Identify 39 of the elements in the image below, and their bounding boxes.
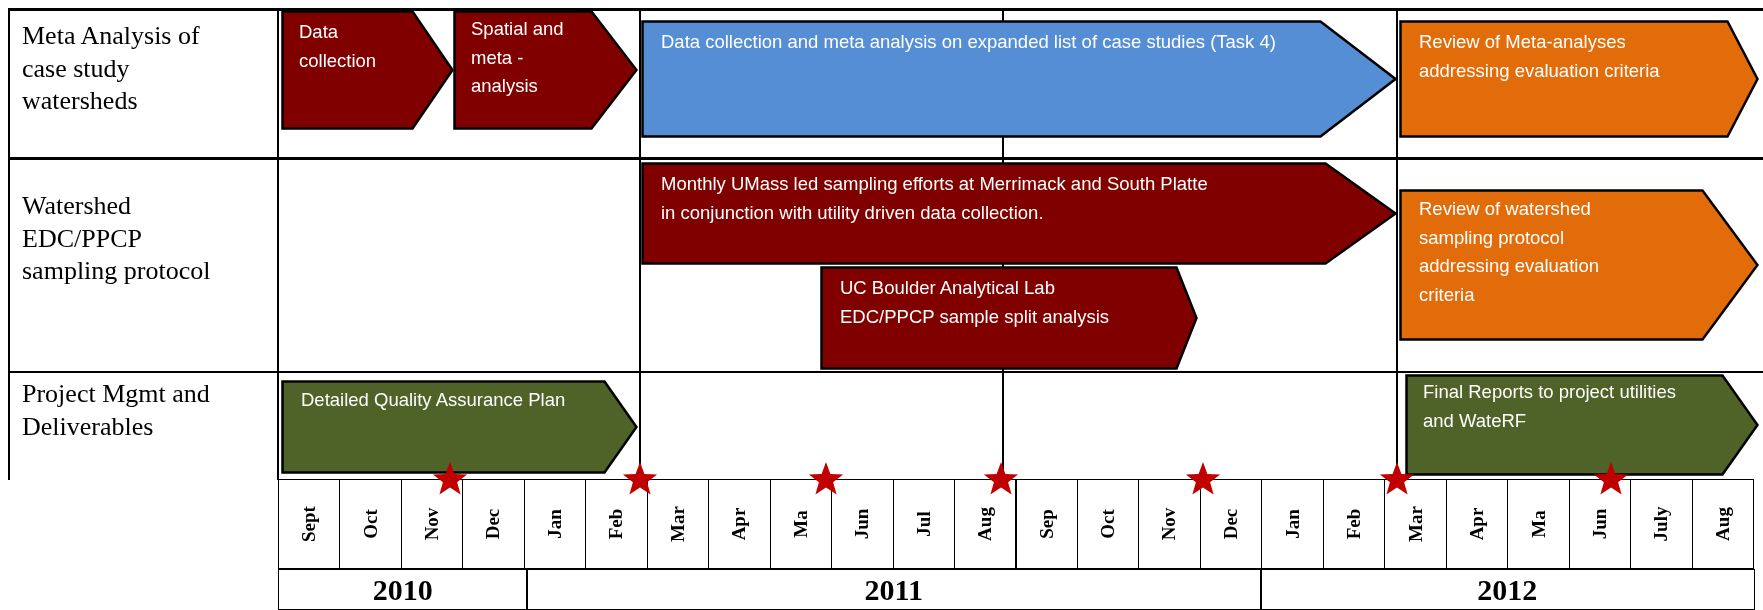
month-label: Apr <box>708 479 771 569</box>
task-label: Data collection <box>299 20 378 73</box>
month-label: Oct <box>339 479 402 569</box>
month-label: July <box>1630 479 1693 569</box>
row-heading: Watershed EDC/PPCP sampling protocol <box>22 190 212 287</box>
year-label: 2011 <box>526 569 1262 610</box>
task-label: Review of watershed sampling protocol addressing evaluation criteria <box>1419 197 1600 307</box>
task-label: Spatial and meta - analysis <box>471 17 565 99</box>
task-bar <box>453 10 638 130</box>
month-label: Aug <box>1691 479 1754 569</box>
task-label: Detailed Quality Assurance Plan <box>301 388 567 412</box>
year-label: 2010 <box>278 569 528 610</box>
month-label: Oct <box>1076 479 1140 569</box>
task-bar <box>1405 374 1759 476</box>
task-label: Review of Meta-analyses addressing evaluation criteria <box>1419 30 1661 83</box>
month-label: Feb <box>1322 479 1386 569</box>
task-bar <box>820 266 1198 370</box>
task-label: Final Reports to project utilities and WateRF <box>1423 380 1677 433</box>
task-bar <box>281 380 638 474</box>
year-label: 2012 <box>1260 569 1755 610</box>
month-label: Dec <box>462 479 525 569</box>
task-bar <box>1399 189 1759 341</box>
task-label: UC Boulder Analytical Lab EDC/PPCP sample split analysis <box>840 276 1111 329</box>
task-bar <box>641 162 1397 265</box>
task-bar <box>1399 20 1759 138</box>
month-label: Jul <box>892 479 956 569</box>
month-label: Sept <box>278 479 341 569</box>
month-label: Apr <box>1445 479 1509 569</box>
task-bar <box>641 20 1397 138</box>
month-label: Aug <box>954 479 1017 569</box>
row-heading: Meta Analysis of case study watersheds <box>22 20 201 117</box>
row-heading: Project Mgmt and Deliverables <box>22 378 211 443</box>
task-label: Data collection and meta analysis on expanded list of case studies (Task 4) <box>661 30 1277 54</box>
task-label: Monthly UMass led sampling efforts at Merrimack and South Platte in conjunction with utility driven data collection. <box>661 172 1209 225</box>
month-label: Sep <box>1015 479 1078 569</box>
month-label: Jan <box>1261 479 1324 569</box>
task-bar <box>281 10 454 130</box>
month-label: Jan <box>523 479 587 569</box>
month-label: Ma <box>1507 479 1570 569</box>
